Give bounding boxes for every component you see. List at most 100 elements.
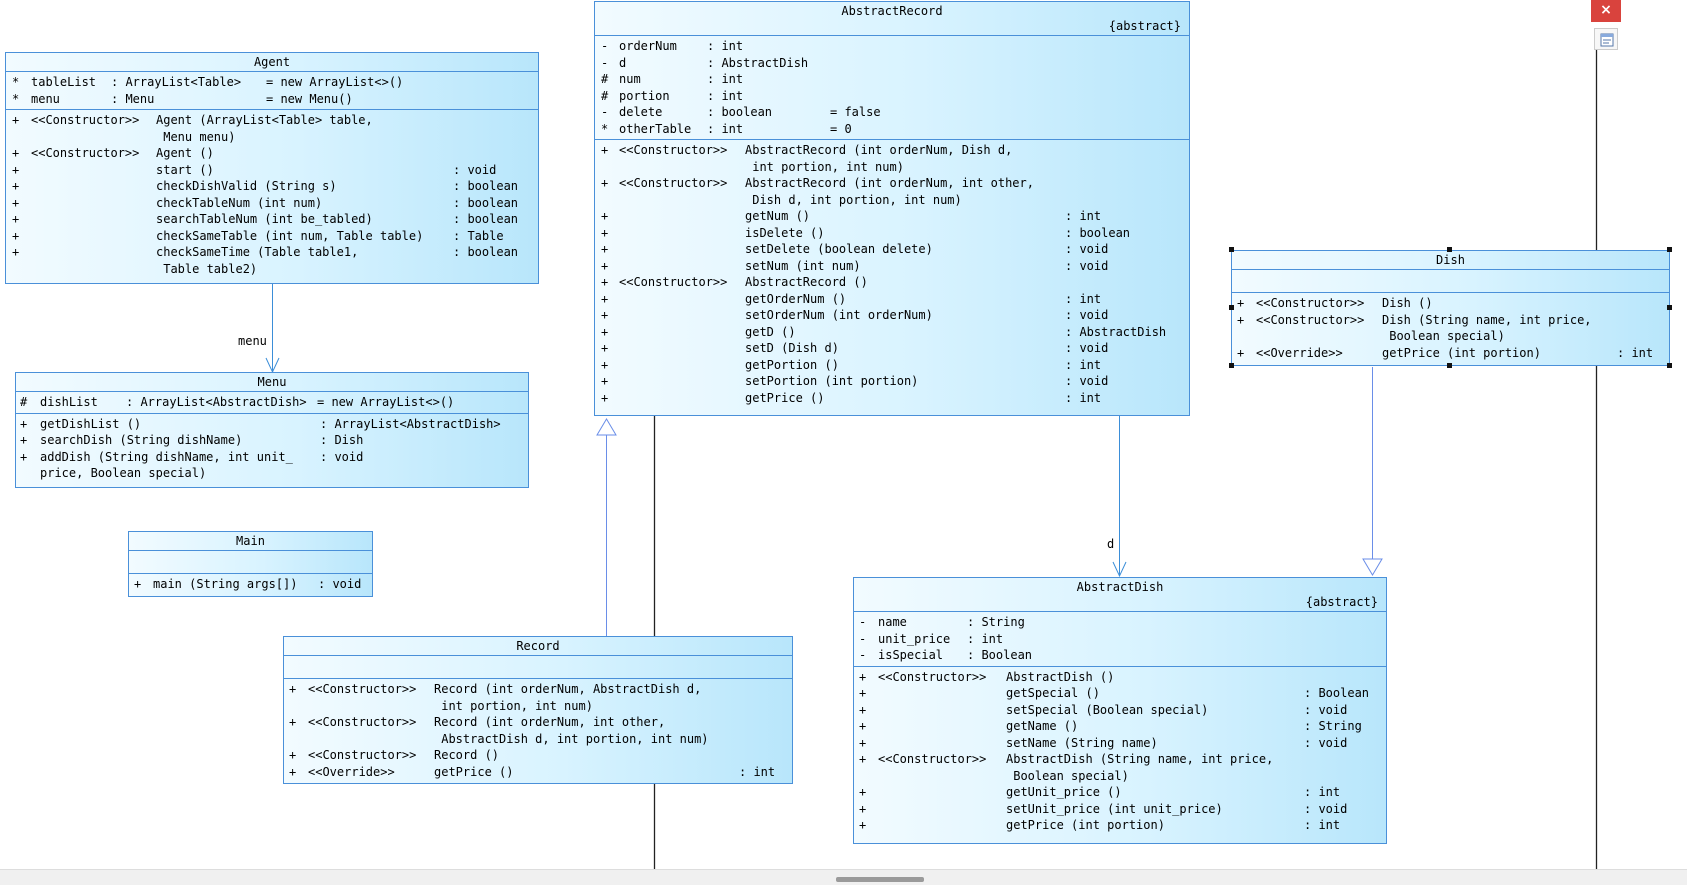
class-dish[interactable]: Dish +<<Constructor>>Dish ()+<<Construct… [1231, 250, 1670, 366]
operation-row: +getSpecial (): Boolean [854, 685, 1386, 702]
operation-cell: + [12, 212, 20, 226]
operation-cell: + [134, 577, 142, 591]
class-record-operations: +<<Constructor>>Record (int orderNum, Ab… [284, 679, 792, 782]
operation-cell: Dish (String name, int price, Boolean sp… [1382, 312, 1592, 344]
attribute-cell: - [601, 39, 609, 53]
operation-row: +getPortion (): int [595, 357, 1189, 374]
class-abstract-dish-stereotype: {abstract} [1305, 595, 1378, 609]
attribute-row: -d: AbstractDish [595, 55, 1189, 72]
class-abstract-dish[interactable]: AbstractDish {abstract} -name: String-un… [853, 577, 1387, 844]
close-button[interactable]: × [1591, 0, 1621, 22]
operation-cell: main (String args[]) [153, 577, 298, 591]
selection-handle-br[interactable] [1667, 363, 1672, 368]
attribute-cell: * [12, 75, 20, 89]
selection-handle-tl[interactable] [1229, 247, 1234, 252]
class-agent[interactable]: Agent *tableList: ArrayList<Table>= new … [5, 52, 539, 284]
operation-cell: getNum () [745, 209, 811, 223]
operation-cell: getUnit_price () [1006, 785, 1122, 799]
class-main-title: Main [129, 532, 372, 551]
operation-cell: Agent () [156, 146, 214, 160]
operation-row: +<<Constructor>>AbstractRecord (int orde… [595, 175, 1189, 208]
operation-cell: : boolean [453, 195, 519, 210]
operation-row: +<<Constructor>>Record (int orderNum, in… [284, 714, 792, 747]
operation-cell: + [1237, 296, 1245, 310]
class-menu-title: Menu [16, 373, 528, 392]
operation-row: +<<Constructor>>Record (int orderNum, Ab… [284, 681, 792, 714]
operation-row: +setNum (int num): void [595, 258, 1189, 275]
scrollbar-thumb[interactable] [836, 877, 924, 882]
operation-cell: : Dish [320, 433, 364, 447]
operation-cell: + [601, 242, 609, 256]
operation-row: +getDishList (): ArrayList<AbstractDish> [16, 416, 528, 433]
operation-cell: + [20, 449, 28, 464]
class-menu[interactable]: Menu #dishList: ArrayList<AbstractDish>=… [15, 372, 529, 488]
operation-cell: <<Constructor>> [878, 752, 987, 766]
operation-cell: checkSameTable (int num, Table table) [156, 228, 424, 243]
operation-cell: + [289, 715, 297, 729]
class-dish-attributes [1232, 270, 1669, 293]
selection-handle-bm[interactable] [1447, 363, 1452, 368]
selection-handle-bl[interactable] [1229, 363, 1234, 368]
operation-cell: : void [453, 162, 497, 177]
attribute-cell: : ArrayList<Table> [111, 75, 242, 89]
operation-cell: : int [1304, 785, 1341, 799]
attribute-cell: name [878, 615, 907, 629]
class-main[interactable]: Main +main (String args[]): void [128, 531, 373, 597]
operation-cell: : boolean [453, 245, 519, 259]
selection-handle-ml[interactable] [1229, 305, 1234, 310]
attribute-cell: otherTable [619, 121, 692, 136]
attribute-cell: : int [707, 88, 744, 103]
operation-cell: + [859, 719, 867, 733]
operation-cell: + [12, 179, 20, 193]
class-abstract-dish-name: AbstractDish [1076, 580, 1164, 594]
operation-cell: + [601, 143, 609, 157]
operation-cell: <<Constructor>> [619, 176, 728, 190]
operation-cell: : int [1065, 390, 1102, 405]
association-label-menu: menu [238, 334, 267, 348]
operation-row: +<<Constructor>>AbstractDish (String nam… [854, 751, 1386, 784]
operation-row: +<<Constructor>>Dish (String name, int p… [1232, 312, 1669, 345]
operation-cell: + [601, 209, 609, 223]
operation-cell: <<Constructor>> [878, 669, 987, 684]
toolbar-icon-button[interactable] [1594, 28, 1618, 50]
operation-cell: + [289, 682, 297, 696]
attribute-row: -name: String [854, 614, 1386, 631]
attribute-cell: num [619, 72, 641, 86]
operation-cell: + [601, 258, 609, 273]
class-menu-operations: +getDishList (): ArrayList<AbstractDish>… [16, 414, 528, 484]
attribute-cell: # [601, 72, 609, 86]
attribute-cell: : int [707, 39, 744, 53]
selection-handle-mr[interactable] [1667, 305, 1672, 310]
class-abstract-record[interactable]: AbstractRecord {abstract} -orderNum: int… [594, 1, 1190, 416]
attribute-row: *tableList: ArrayList<Table>= new ArrayL… [6, 74, 538, 91]
operation-cell: setDelete (boolean delete) [745, 242, 933, 256]
attribute-cell: dishList [40, 395, 98, 409]
operation-row: +<<Constructor>>AbstractRecord () [595, 274, 1189, 291]
operation-row: +getPrice (int portion): int [854, 817, 1386, 834]
selection-handle-tm[interactable] [1447, 247, 1452, 252]
operation-cell: + [1237, 312, 1245, 327]
attribute-cell: - [601, 55, 609, 70]
operation-cell: getPortion () [745, 357, 839, 372]
class-abstract-dish-title: AbstractDish {abstract} [854, 578, 1386, 612]
operation-cell: + [12, 162, 20, 177]
operation-cell: + [601, 341, 609, 355]
association-label-d: d [1107, 537, 1115, 551]
operation-row: +checkDishValid (String s): boolean [6, 178, 538, 195]
class-agent-attributes: *tableList: ArrayList<Table>= new ArrayL… [6, 72, 538, 110]
attribute-cell: - [859, 648, 867, 662]
operation-cell: + [859, 752, 867, 766]
operation-row: +checkTableNum (int num): boolean [6, 195, 538, 212]
operation-cell: + [20, 433, 28, 447]
operation-cell: start () [156, 162, 214, 177]
class-record[interactable]: Record +<<Constructor>>Record (int order… [283, 636, 793, 784]
operation-cell: searchDish (String dishName) [40, 433, 243, 447]
operation-cell: : boolean [453, 212, 519, 226]
operation-cell: : String [1304, 719, 1362, 733]
operation-cell: Agent (ArrayList<Table> table, Menu menu… [156, 113, 373, 144]
operation-row: + start () : void [6, 162, 538, 179]
operation-cell: setName (String name) [1006, 735, 1158, 750]
selection-handle-tr[interactable] [1667, 247, 1672, 252]
operation-cell: <<Constructor>> [1256, 296, 1365, 310]
operation-row: +setUnit_price (int unit_price): void [854, 801, 1386, 818]
